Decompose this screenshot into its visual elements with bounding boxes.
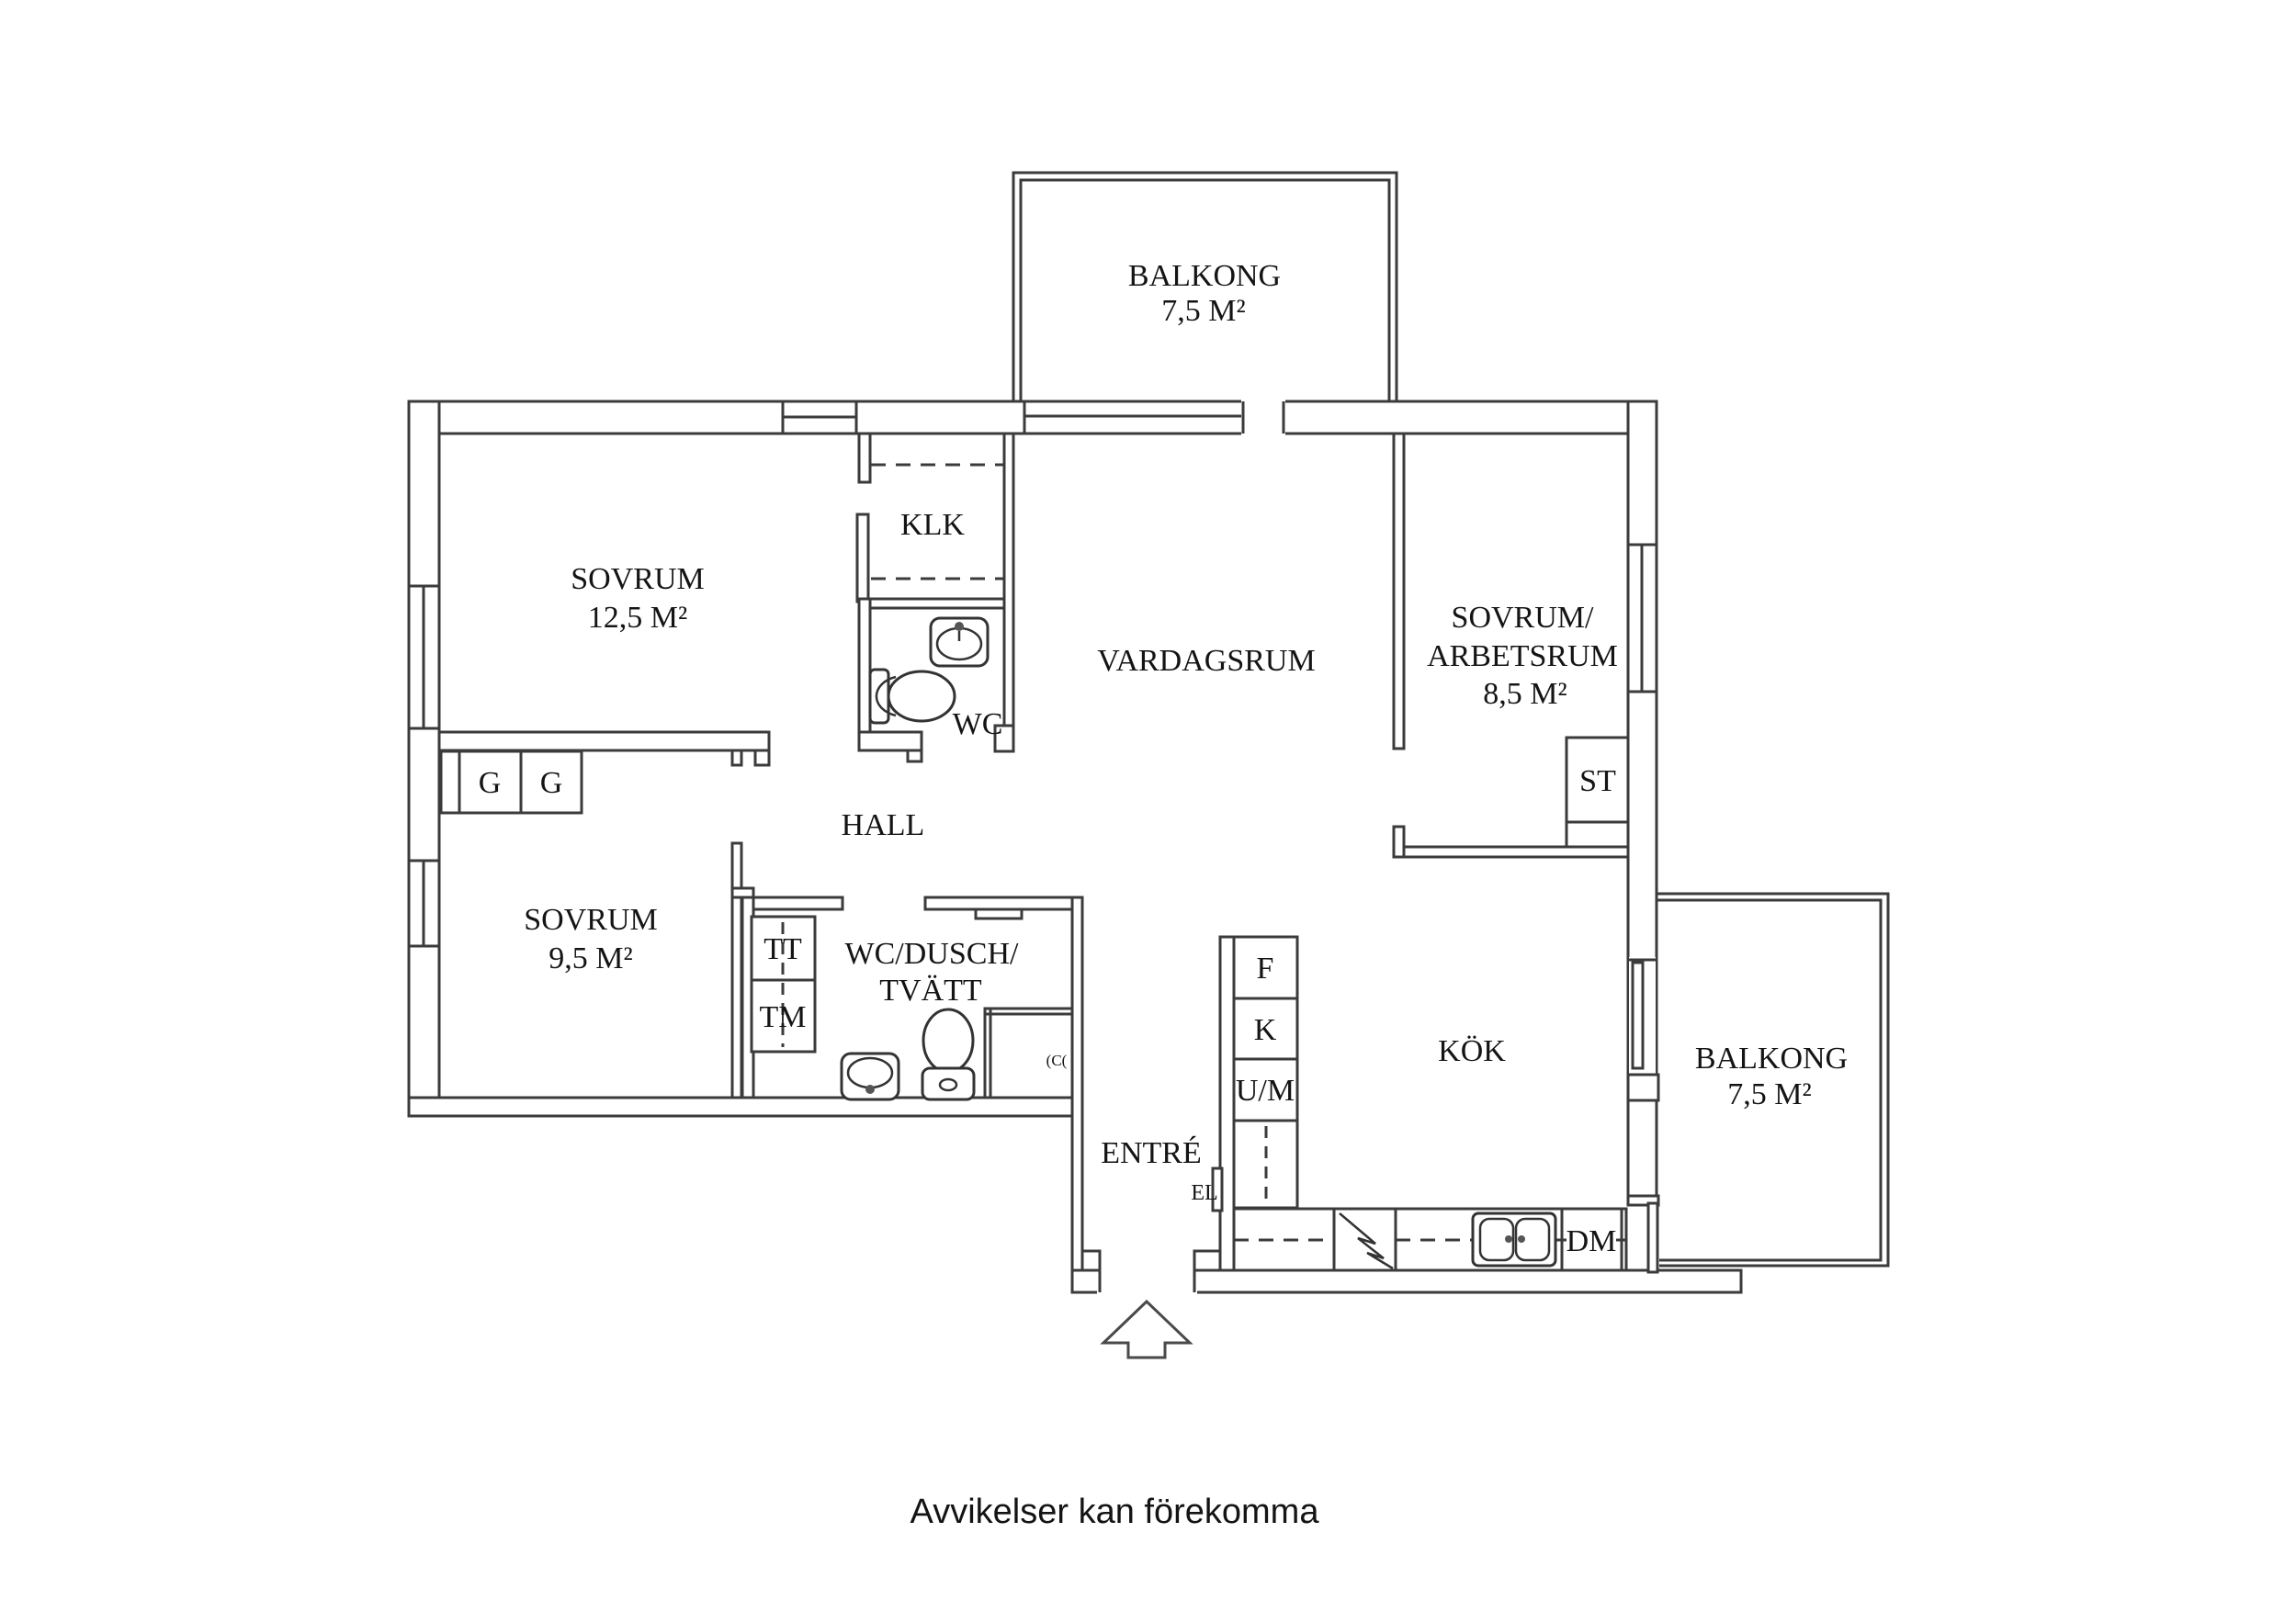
st-closet — [1565, 736, 1630, 849]
balcony-outline — [1012, 171, 1398, 401]
wall-segment — [1392, 825, 1406, 859]
label-wardrobe-2: G — [540, 766, 563, 800]
windows-and-doors — [407, 399, 1660, 1295]
room-label-wc-shower-2: TVÄTT — [879, 974, 982, 1008]
label-wardrobe-1: G — [479, 766, 502, 800]
room-label-balcony-right: BALKONG — [1695, 1042, 1848, 1076]
appliance-column — [1232, 935, 1299, 1210]
wall-segment — [1070, 896, 1084, 1272]
room-label-living: VARDAGSRUM — [1097, 644, 1315, 678]
room-label-bedroom-office-2: ARBETSRUM — [1427, 639, 1618, 673]
label-freezer: K — [1254, 1013, 1277, 1047]
wall-segment — [1392, 432, 1406, 750]
sink-bowl — [1478, 1217, 1515, 1262]
wall-segment — [1218, 935, 1236, 1272]
wall-segment — [1002, 432, 1015, 753]
door-leaf — [855, 513, 870, 603]
room-area-bedroom-office: 8,5 M² — [1483, 677, 1566, 711]
wc-fixtures: (C( — [840, 616, 1074, 1101]
shower-rail — [974, 907, 1024, 920]
wall-segment — [857, 597, 872, 744]
stove-lightning-icon — [1339, 1212, 1394, 1270]
wall-segment — [993, 724, 1015, 753]
wall-segment — [906, 749, 923, 763]
room-area-bedroom-small: 9,5 M² — [549, 941, 632, 975]
el-panel — [1211, 1167, 1224, 1212]
wardrobe-frame — [439, 750, 583, 815]
wall-segment — [437, 730, 771, 752]
room-label-wc: WC — [953, 707, 1003, 741]
wall-segment — [1626, 1194, 1660, 1207]
room-area-balcony-top: 7,5 M² — [1161, 294, 1245, 328]
toilet-tank — [921, 1066, 976, 1101]
door-opening — [1241, 399, 1285, 436]
wall-segment — [730, 749, 743, 767]
balcony-outline-inner — [1657, 898, 1883, 1262]
label-um: U/M — [1236, 1074, 1295, 1108]
room-label-wc-shower-1: WC/DUSCH/ — [845, 937, 1019, 971]
wall-segment — [868, 597, 1006, 610]
shower-mixer-icon: (C( — [1046, 1052, 1068, 1069]
sink-faucet — [1505, 1235, 1512, 1243]
wall-segment — [857, 730, 923, 752]
wall-segment — [857, 432, 872, 484]
toilet-bowl — [922, 1008, 975, 1074]
toilet-seat — [875, 675, 897, 717]
wall-segment — [923, 896, 1084, 911]
room-label-hall: HALL — [842, 808, 925, 842]
door-leaf — [1631, 961, 1645, 1070]
room-label-bedroom-office-1: SOVRUM/ — [1452, 601, 1594, 635]
sink-faucet — [955, 622, 964, 631]
wall-segment — [1080, 1249, 1102, 1272]
kitchen-fittings — [1211, 935, 1628, 1272]
room-label-kitchen: KÖK — [1438, 1034, 1506, 1068]
label-dm: DM — [1566, 1224, 1617, 1258]
room-label-balcony-top: BALKONG — [1128, 259, 1281, 293]
door-threshold — [1626, 1073, 1660, 1102]
interior-walls — [437, 432, 1630, 1272]
room-area-balcony-right: 7,5 M² — [1727, 1077, 1811, 1111]
entrance-arrow-icon — [1100, 1299, 1193, 1359]
disclaimer-text: Avvikelser kan förekomma — [910, 1493, 1320, 1531]
toilet-bowl — [887, 670, 956, 723]
room-label-entre: ENTRÉ — [1101, 1136, 1202, 1170]
wall-segment — [1646, 1201, 1659, 1274]
balcony-top — [1012, 171, 1398, 401]
sink-bowl — [1514, 1217, 1551, 1262]
sink — [840, 1052, 900, 1101]
toilet-seat — [938, 1077, 958, 1092]
label-tt: TT — [763, 932, 802, 966]
balcony-outline-inner — [1019, 178, 1391, 401]
room-label-bedroom-large: SOVRUM — [571, 562, 704, 596]
balcony-right — [1657, 892, 1890, 1268]
label-fridge: F — [1257, 952, 1274, 986]
shower — [983, 1007, 1074, 1099]
room-area-bedroom-large: 12,5 M² — [588, 601, 687, 635]
room-label-bedroom-small: SOVRUM — [524, 903, 657, 937]
label-tm: TM — [760, 1000, 807, 1034]
wall-segment — [407, 1096, 1084, 1118]
wall-segment — [753, 749, 771, 767]
wall-segment — [1402, 845, 1630, 859]
wall-segment — [730, 841, 743, 1099]
wall-segment — [407, 400, 441, 1118]
storage-units — [439, 463, 1630, 1054]
toilet-tank — [868, 668, 890, 725]
label-st: ST — [1579, 764, 1616, 798]
sink-faucet — [865, 1085, 875, 1094]
sink-faucet — [1518, 1235, 1525, 1243]
room-label-klk: KLK — [900, 508, 965, 542]
sink — [929, 616, 990, 668]
wall-segment — [752, 896, 844, 911]
label-el: EL — [1191, 1181, 1217, 1205]
wall-segment — [1193, 1249, 1222, 1272]
entrance-opening — [1097, 1268, 1197, 1295]
balcony-outline — [1657, 892, 1890, 1268]
room-labels: BALKONG 7,5 M² SOVRUM 12,5 M² KLK WC VAR… — [479, 259, 1848, 1258]
